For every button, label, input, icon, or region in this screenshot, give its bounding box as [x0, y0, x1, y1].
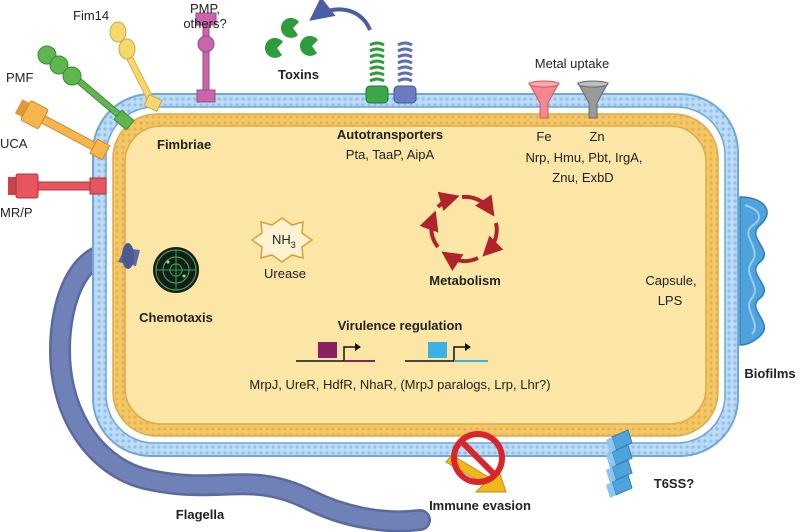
label-metal-uptake: Metal uptake [535, 56, 609, 71]
label-lps: LPS [658, 293, 683, 308]
label-flagella: Flagella [176, 507, 225, 522]
flagellum-body [51, 244, 429, 530]
label-fim14: Fim14 [73, 8, 109, 23]
label-regulators: MrpJ, UreR, HdfR, NhaR, (MrpJ paralogs, … [249, 377, 550, 392]
t6ss-icon [606, 429, 633, 498]
promoter-1 [296, 342, 375, 362]
toxin-icon [264, 37, 283, 58]
zn-funnel [577, 80, 609, 119]
label-nh3: NH3 [272, 232, 296, 250]
label-pmp: PMP, [190, 1, 220, 16]
label-nh3-sub: 3 [291, 240, 296, 250]
biofilm-icon [739, 196, 768, 346]
label-autotransporter-list: Pta, TaaP, AipA [346, 147, 435, 162]
label-toxins: Toxins [278, 67, 319, 82]
toxins-group [264, 0, 372, 58]
autotransporter-green [365, 41, 389, 104]
metabolism-cycle-icon [419, 191, 504, 271]
label-pmp-others: others? [183, 16, 226, 31]
label-pmf: PMF [6, 70, 34, 85]
label-metabolism: Metabolism [429, 273, 501, 288]
label-autotransporters: Autotransporters [337, 127, 443, 142]
label-urease: Urease [264, 266, 306, 281]
cytoplasm [124, 125, 707, 425]
uca-fimbria [14, 99, 111, 161]
fe-funnel [528, 80, 560, 119]
label-mrp: MR/P [0, 205, 33, 220]
label-biofilms: Biofilms [744, 366, 795, 381]
label-metal-list-2: Znu, ExbD [552, 170, 613, 185]
toxin-icon [280, 17, 299, 38]
label-immune-evasion: Immune evasion [429, 498, 531, 513]
mrp-fimbria [8, 173, 107, 199]
label-capsule: Capsule, [645, 273, 696, 288]
toxin-icon [299, 35, 318, 56]
toxin-export-arrow [309, 0, 372, 31]
pmf-fimbria [37, 45, 135, 131]
chemotaxis-radar-icon [153, 247, 199, 293]
label-fe: Fe [536, 129, 551, 144]
label-t6ss: T6SS? [654, 476, 695, 491]
label-zn: Zn [589, 129, 604, 144]
label-fimbriae: Fimbriae [157, 137, 211, 152]
label-virulence-regulation: Virulence regulation [338, 318, 463, 333]
nh3-star-icon [250, 217, 314, 263]
label-uca: UCA [0, 136, 28, 151]
flagellum-tip [122, 243, 134, 269]
label-nh3-base: NH [272, 232, 291, 247]
promoter-2 [405, 342, 488, 362]
autotransporter-blue [393, 41, 417, 104]
label-chemotaxis: Chemotaxis [139, 310, 213, 325]
fim14-fimbria [109, 21, 163, 113]
pmp-fimbria [195, 12, 217, 103]
immune-evasion-icon [445, 431, 507, 493]
label-metal-list-1: Nrp, Hmu, Pbt, IrgA, [525, 150, 642, 165]
